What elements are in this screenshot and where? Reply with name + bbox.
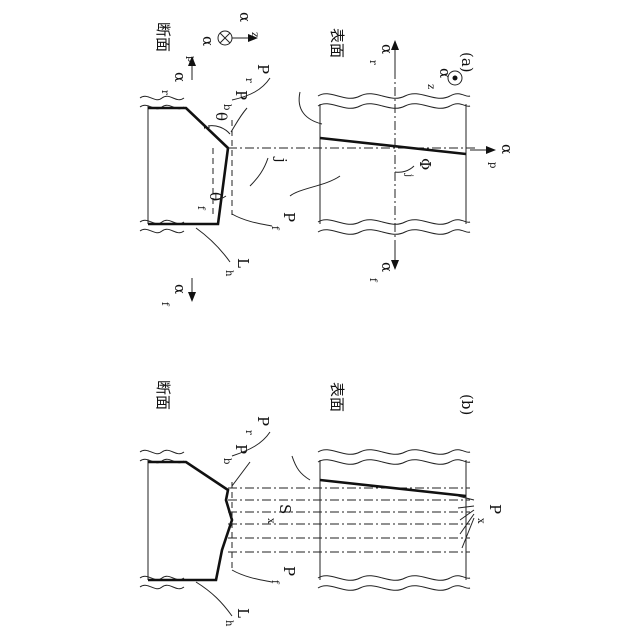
p-b-label: P — [232, 444, 250, 454]
alpha-f-sub: f — [159, 302, 170, 307]
l-h-sub: h — [223, 620, 234, 627]
alpha-p-label: α — [199, 36, 217, 46]
panel-b-surface-heading: 表面 — [328, 382, 346, 412]
surface-wavy-bottom-2 — [318, 586, 470, 591]
p-r-sub: r — [243, 430, 254, 435]
surface-alpha-f-label: α — [378, 262, 396, 272]
panel-b-label: (b) — [458, 394, 476, 415]
p-r-label: P — [254, 416, 272, 426]
l-h-sub: h — [223, 270, 234, 277]
leader-lh — [196, 228, 230, 262]
panel-b-section-heading: 断面 — [154, 380, 172, 410]
panel-b-section-block — [140, 432, 470, 616]
surface-wavy-top — [318, 450, 470, 455]
p-r-sub: r — [243, 78, 254, 83]
p-f-sub: f — [269, 580, 280, 585]
surface-alpha-z-label: α — [436, 68, 454, 78]
leader-surface — [299, 92, 322, 124]
panel-b: (b) 断面 表面 P r P b P f S x P x L h — [140, 380, 504, 627]
alpha-z-label: α — [236, 12, 254, 22]
surface-wavy-top-2 — [318, 460, 470, 465]
l-h-label: L — [234, 608, 252, 618]
leader-pb — [232, 462, 250, 486]
panel-a-section-heading: 断面 — [154, 22, 172, 52]
panel-a-surface-block — [290, 70, 470, 262]
theta-f-sub: f — [195, 206, 206, 211]
surface-alpha-f-sub: f — [367, 278, 378, 283]
p-b-label: P — [232, 90, 250, 100]
surface-alpha-z-sub: z — [425, 84, 436, 89]
p-x-sub: x — [475, 518, 486, 524]
surface-alpha-r-sub: r — [367, 60, 378, 65]
j-label: j — [272, 156, 290, 163]
phi-label: Φ — [416, 158, 434, 170]
break-line — [140, 229, 184, 232]
alpha-p-sub: p — [185, 56, 196, 62]
surface-wavy-bottom — [318, 220, 470, 225]
leader-pf — [232, 570, 272, 582]
surface-wavy-top — [318, 94, 470, 99]
alpha-r-label: α — [171, 72, 189, 82]
s-x-sub: x — [265, 518, 276, 524]
l-h-label: L — [234, 258, 252, 268]
p-f-sub: f — [269, 226, 280, 231]
p-f-label: P — [280, 212, 298, 222]
leader-lh — [196, 582, 232, 616]
panel-a-labels: (a) 断面 表面 α z α p α r α f P r P b P f θ … — [154, 12, 516, 307]
leader-pb — [231, 108, 247, 132]
panel-b-surface-block — [318, 450, 474, 591]
surface-wavy-bottom — [318, 576, 470, 581]
p-b-sub: b — [221, 104, 232, 110]
leader-j — [250, 158, 268, 186]
p-b-sub: b — [221, 458, 232, 464]
surface-wavy-top-2 — [318, 104, 470, 109]
alpha-f-label: α — [171, 284, 189, 294]
surface-alpha-p-sub: p — [487, 162, 498, 168]
surface-wavy-bottom-2 — [318, 230, 470, 235]
section-profile — [148, 462, 232, 580]
surface-alpha-p-label: α — [498, 144, 516, 154]
theta-f-label: θ — [206, 192, 224, 201]
leader-surface-2 — [290, 176, 340, 196]
panel-a: (a) 断面 表面 α z α p α r α f P r P b P f θ … — [140, 12, 516, 307]
break-line — [140, 450, 184, 453]
break-line — [140, 585, 184, 588]
p-r-label: P — [254, 64, 272, 74]
leader-surface — [292, 456, 310, 480]
theta-r-sub: r — [201, 126, 212, 131]
alpha-z-sub: z — [249, 32, 260, 37]
break-line — [140, 96, 184, 99]
weld-line — [320, 138, 466, 154]
surface-alpha-r-label: α — [378, 44, 396, 54]
phi-arc — [395, 166, 414, 172]
s-x-label: S — [276, 504, 294, 514]
p-f-label: P — [280, 566, 298, 576]
leader-pf — [232, 214, 272, 226]
panel-a-label: (a) — [458, 52, 476, 73]
theta-r-label: θ — [212, 112, 230, 121]
panel-a-surface-heading: 表面 — [328, 28, 346, 58]
phi-sub: j — [403, 173, 414, 177]
p-x-label: P — [486, 504, 504, 514]
alpha-r-sub: r — [159, 90, 170, 95]
surface-alpha-p-arrowhead — [486, 146, 496, 154]
